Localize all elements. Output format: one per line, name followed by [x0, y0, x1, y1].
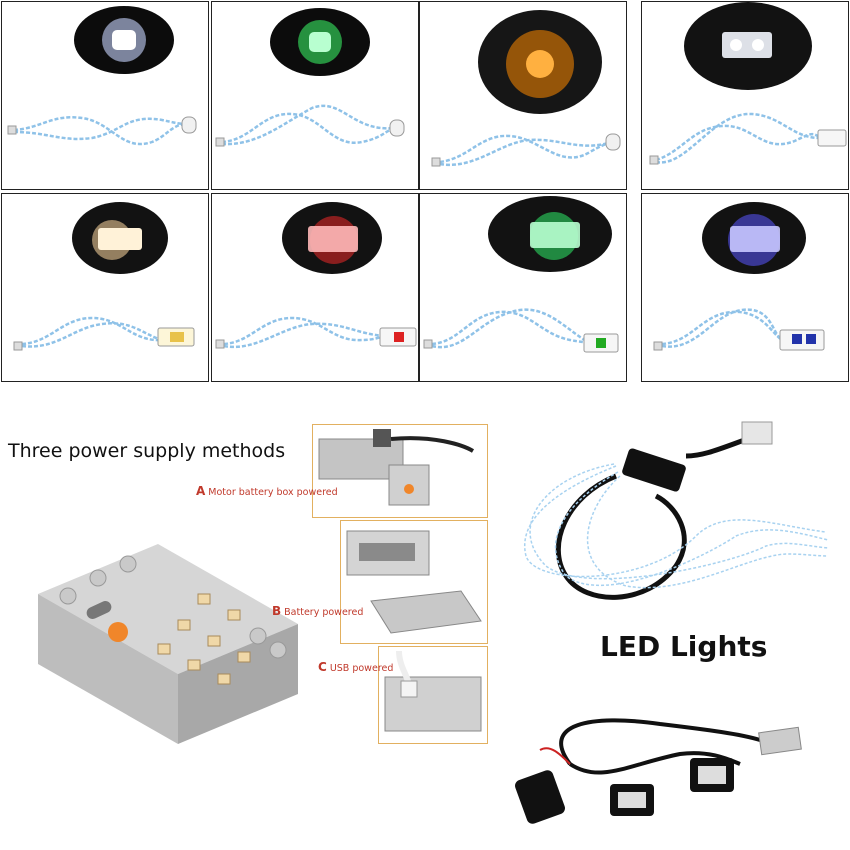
led-green-brick-image [423, 196, 619, 353]
led-cell-orange-round [419, 1, 627, 190]
method-b-letter: B [272, 604, 282, 618]
method-c-letter: C [318, 660, 327, 674]
method-b-text: Battery powered [284, 607, 364, 618]
led-green-round-image [215, 8, 405, 147]
led-warm-white-brick-image [13, 202, 195, 351]
power-methods-title: Three power supply methods [8, 440, 286, 462]
battery-frame [340, 520, 488, 644]
led-red-brick-image [215, 202, 417, 349]
led-blue-brick-image [653, 202, 825, 351]
led-cell-white-round [1, 1, 209, 190]
led-cell-green-round [211, 1, 419, 190]
led-variants-grid [0, 0, 850, 404]
method-c-text: USB powered [329, 663, 394, 674]
method-a-letter: A [196, 484, 206, 498]
motor-box-frame [312, 424, 488, 518]
led-lights-title: LED Lights [600, 630, 768, 663]
usb-splitter-image [515, 718, 802, 824]
led-cell-blue-brick [641, 193, 849, 382]
led-white-round-image [7, 6, 197, 146]
led-strip-image [523, 421, 829, 600]
led-cell-red-brick [211, 193, 419, 382]
usb-frame [378, 646, 488, 744]
led-cell-green-brick [419, 193, 627, 382]
led-cell-white-brick [641, 1, 849, 190]
led-white-brick-image [649, 2, 847, 165]
led-orange-round-image [431, 10, 621, 167]
battery-box-image [38, 544, 298, 744]
led-cell-warm-white-brick [1, 193, 209, 382]
method-a-text: Motor battery box powered [208, 487, 338, 498]
